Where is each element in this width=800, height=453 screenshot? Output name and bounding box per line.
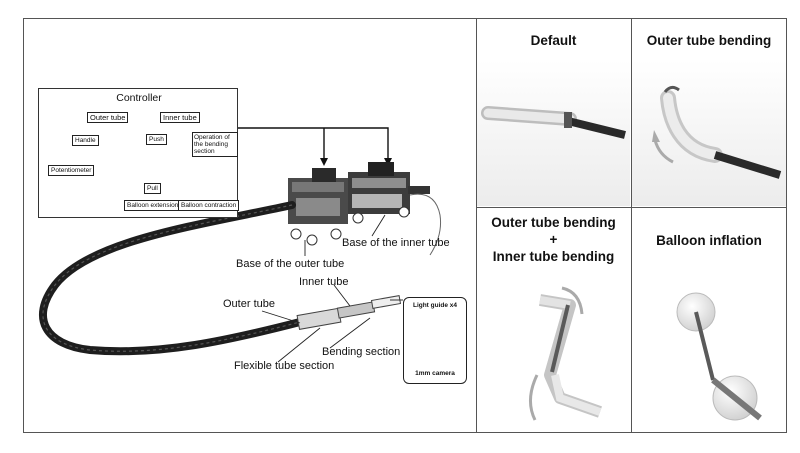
flexible-tube [39,201,304,356]
pointer-lines [261,214,403,363]
cable [409,193,441,256]
base-outer-label: Base of the outer tube [236,258,345,270]
camera-label: 1mm camera [415,370,455,377]
base-inner-label: Base of the inner tube [342,237,450,249]
panel-balloon-title: Balloon inflation [656,233,762,248]
controller-outer-tube-label: Outer tube [87,112,129,123]
camera-inset: Light guide x4 1mm camera [403,297,467,384]
controller-panel: Controller [38,88,238,218]
divider-main [476,18,477,433]
flexible-section-label: Flexible tube section [234,360,335,372]
outer-tube-label: Outer tube [223,298,275,310]
panel-outer-bending-title: Outer tube bending [646,33,772,48]
panel-combined-title-line2: Inner tube bending [492,249,615,264]
panel-outer-bending-image [632,60,786,206]
divider-panels [631,18,632,433]
panel-combined-bending-image [529,286,602,421]
panel-combined-title-line1: Outer tube bending [491,215,616,230]
controller-title: Controller [116,92,162,104]
bending-section-label: Bending section [322,346,401,358]
handle-label: Handle [72,135,99,146]
panel-default-title: Default [530,33,577,48]
tip-assembly [296,295,402,330]
panel-balloon-image [676,292,762,421]
arrowhead-outer [320,158,328,166]
base-inner-tube-unit [348,162,430,224]
operation-label: Operation of the bending section [192,132,238,157]
base-outer-tube-unit [288,168,348,246]
light-guide-label: Light guide x4 [412,302,458,309]
potentiometer-label: Potentiometer [48,165,95,176]
panel-combined-plus: + [549,232,558,247]
pull-label: Pull [144,183,161,194]
controller-connection-arrows [238,127,389,160]
balloon-extension-label: Balloon extension [124,200,182,211]
push-label: Push [146,134,167,145]
controller-inner-tube-label: Inner tube [160,112,200,123]
inner-tube-label: Inner tube [299,276,349,288]
divider-row [476,207,787,208]
panel-default-image [477,60,630,206]
balloon-contraction-label: Balloon contraction [178,200,240,211]
